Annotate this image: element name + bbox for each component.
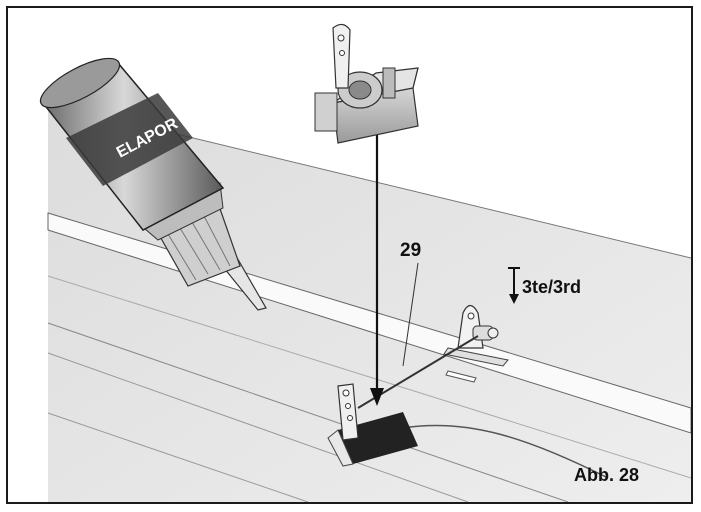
aileron-horn bbox=[443, 304, 509, 367]
servo-horn-lower bbox=[337, 383, 359, 441]
glue-bottle: ELAPOR bbox=[39, 57, 267, 311]
assembly-illustration: ELAPOR bbox=[39, 23, 691, 502]
pushrod-number-label: 29 bbox=[400, 240, 422, 261]
figure-frame: ELAPOR 29 3te/3rd Abb. 28 bbox=[6, 6, 693, 504]
servo-hatch bbox=[327, 412, 418, 467]
figure-caption: Abb. 28 bbox=[574, 465, 640, 485]
servo bbox=[314, 23, 419, 144]
insertion-arrow bbox=[370, 120, 384, 406]
down-arrow-icon bbox=[508, 267, 520, 304]
layer-label: 3te/3rd bbox=[522, 277, 582, 297]
